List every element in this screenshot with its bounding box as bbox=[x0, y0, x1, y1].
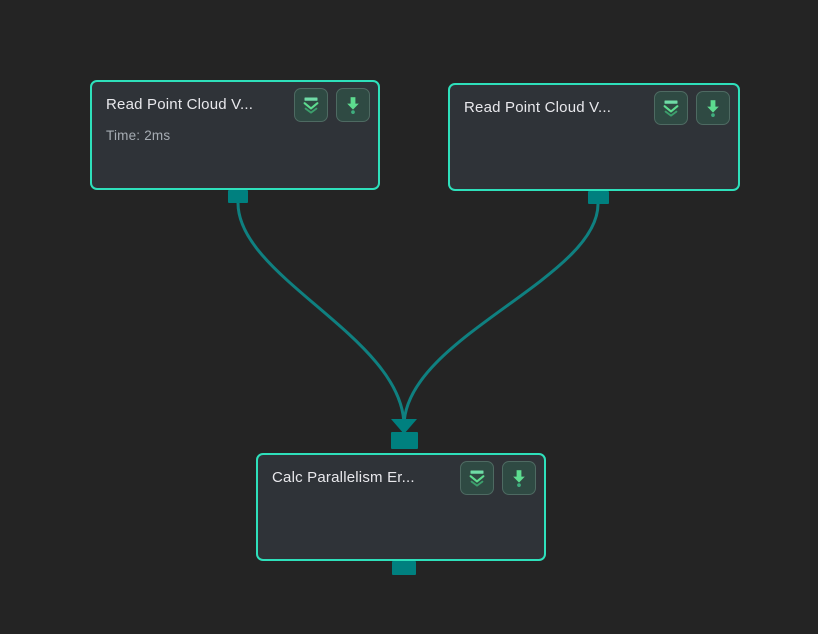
node-header: Read Point Cloud V... bbox=[450, 85, 738, 131]
download-icon[interactable] bbox=[336, 88, 370, 122]
node-title: Read Point Cloud V... bbox=[106, 96, 254, 113]
node-read-point-cloud-1[interactable]: Read Point Cloud V... bbox=[90, 80, 380, 190]
node-body: Time: 2ms bbox=[92, 128, 378, 144]
node-actions bbox=[460, 461, 536, 495]
collapse-icon[interactable] bbox=[294, 88, 328, 122]
output-port-read-point-cloud-1[interactable] bbox=[228, 190, 248, 203]
edge-read2-to-calc bbox=[402, 202, 600, 428]
node-header: Read Point Cloud V... bbox=[92, 82, 378, 128]
download-icon[interactable] bbox=[502, 461, 536, 495]
node-calc-parallelism-error[interactable]: Calc Parallelism Er... bbox=[256, 453, 546, 561]
input-port-calc-parallelism-error[interactable] bbox=[391, 432, 418, 449]
node-actions bbox=[654, 91, 730, 125]
node-title: Calc Parallelism Er... bbox=[272, 469, 415, 486]
output-port-read-point-cloud-2[interactable] bbox=[588, 191, 609, 204]
node-read-point-cloud-2[interactable]: Read Point Cloud V... bbox=[448, 83, 740, 191]
collapse-icon[interactable] bbox=[654, 91, 688, 125]
output-port-calc-parallelism-error[interactable] bbox=[392, 561, 416, 575]
node-title: Read Point Cloud V... bbox=[464, 99, 612, 116]
edge-arrowhead-icon bbox=[391, 419, 417, 434]
node-header: Calc Parallelism Er... bbox=[258, 455, 544, 501]
node-meta-time: Time: 2ms bbox=[106, 128, 171, 143]
download-icon[interactable] bbox=[696, 91, 730, 125]
edge-read1-to-calc bbox=[236, 201, 406, 428]
node-actions bbox=[294, 88, 370, 122]
collapse-icon[interactable] bbox=[460, 461, 494, 495]
